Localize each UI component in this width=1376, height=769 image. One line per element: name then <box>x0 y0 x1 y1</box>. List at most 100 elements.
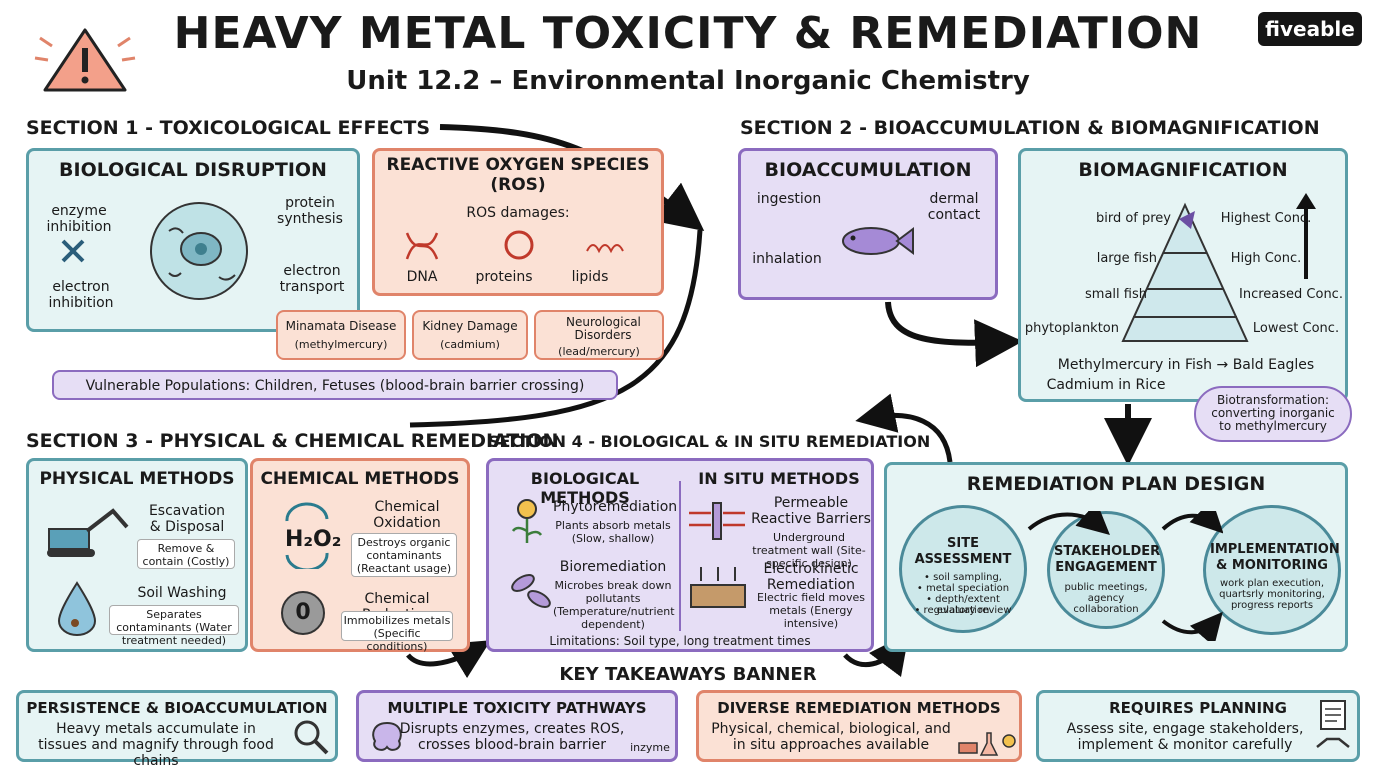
arrow-plan-to-s4 <box>855 393 953 463</box>
takeaway-persistence-title: PERSISTENCE & BIOACCUMULATION <box>26 699 328 717</box>
level-right-3: Increased Conc. <box>1239 287 1343 302</box>
site-assessment-title: SITE ASSESSMENT <box>914 536 1012 567</box>
takeaway-persistence-text: Heavy metals accumulate in tissues and m… <box>38 721 274 769</box>
ros-damages-label: ROS damages: <box>466 205 570 221</box>
cycle-arrows-icon <box>285 502 329 569</box>
plan-flow-arrows <box>1027 511 1223 641</box>
food-pyramid <box>1121 202 1249 342</box>
bioremed-note: Microbes break down pollutants (Temperat… <box>553 579 675 631</box>
barrier-icon <box>689 502 745 540</box>
takeaway-planning-title: REQUIRES PLANNING <box>1109 699 1287 717</box>
page-subtitle: Unit 12.2 – Environmental Inorganic Chem… <box>346 66 1030 96</box>
excavation-note: Remove & contain (Costly) <box>137 539 235 569</box>
phyto-note: Plants absorb metals (Slow, shallow) <box>555 519 671 545</box>
excavation-label-2: & Disposal <box>149 519 225 535</box>
dna-icon <box>405 232 439 260</box>
biomagnification-box: BIOMAGNIFICATION bird of prey Highest Co… <box>1018 148 1348 402</box>
section4-heading: SECTION 4 - BIOLOGICAL & IN SITU REMEDIA… <box>488 432 931 451</box>
neuro-label: Neurological Disorders <box>566 315 641 342</box>
vulnerable-label: Vulnerable Populations: Children, Fetuse… <box>85 378 585 394</box>
magnifier-icon <box>294 720 329 755</box>
remediation-plan-title: REMEDIATION PLAN DESIGN <box>966 473 1266 495</box>
enzyme-label: enzyme inhibition <box>46 203 112 235</box>
level-left-4: phytoplankton <box>1024 321 1119 336</box>
neuro-card: Neurological Disorders (lead/mercury) <box>534 310 664 360</box>
section4-box: BIOLOGICAL METHODS IN SITU METHODS Phyto… <box>486 458 874 652</box>
water-drop-icon <box>57 581 97 636</box>
neuro-sub: (lead/mercury) <box>558 345 640 358</box>
oxidation-note: Destroys organic contaminants (Reactant … <box>351 533 457 577</box>
brain-icon <box>372 721 402 751</box>
site-item-3: • depth/extent evaluation <box>926 594 1000 616</box>
arrow-s3-to-s4 <box>406 640 491 679</box>
protein-icon <box>504 230 534 260</box>
excavation-label-1: Escavation <box>148 503 226 519</box>
implementation-note: work plan execution, quartsrly monitorin… <box>1219 578 1325 611</box>
takeaway-persistence: PERSISTENCE & BIOACCUMULATION Heavy meta… <box>16 690 338 769</box>
lipid-icon <box>586 244 624 254</box>
ek-label: Electrokinetic Remediation <box>763 561 859 593</box>
section3-heading: SECTION 3 - PHYSICAL & CHEMICAL REMEDIAT… <box>26 430 559 452</box>
washing-label: Soil Washing <box>137 585 227 601</box>
section2-heading: SECTION 2 - BIOACCUMULATION & BIOMAGNIFI… <box>740 117 1320 139</box>
washing-note: Separates contaminants (Water treatment … <box>109 605 239 647</box>
level-right-4: Lowest Conc. <box>1252 321 1340 336</box>
takeaway-planning: REQUIRES PLANNING Assess site, engage st… <box>1036 690 1360 762</box>
mercury-line: Methylmercury in Fish → Bald Eagles <box>1057 357 1315 373</box>
biomagnification-title: BIOMAGNIFICATION <box>1078 159 1288 181</box>
vulnerable-banner: Vulnerable Populations: Children, Fetuse… <box>52 370 618 400</box>
ek-note: Electric field moves metals (Energy inte… <box>757 591 865 630</box>
page-title: HEAVY METAL TOXICITY & REMEDIATION <box>173 8 1203 59</box>
ros-box: REACTIVE OXYGEN SPECIES (ROS) ROS damage… <box>372 148 664 296</box>
minamata-card: Minamata Disease (methylmercury) <box>276 310 406 360</box>
takeaway-pathways-text: Disrupts enzymes, creates ROS, crosses b… <box>399 721 625 753</box>
biotransformation-bubble: Biotransformation: converting inorganic … <box>1194 386 1352 442</box>
prb-label: Permeable Reactive Barriers <box>751 495 871 527</box>
bioaccumulation-title: BIOACCUMULATION <box>764 159 972 181</box>
remediation-icons <box>958 732 1016 756</box>
kidney-label: Kidney Damage <box>422 319 518 333</box>
level-right-2: High Conc. <box>1230 251 1302 266</box>
stakeholder-note: public meetings, agency collaboration <box>1064 582 1148 615</box>
site-item-4: • regulatory review <box>914 605 1012 616</box>
chemical-methods-title: CHEMICAL METHODS <box>260 469 460 489</box>
site-item-1: • soil sampling, <box>924 572 1002 583</box>
bioremed-label: Bioremediation <box>559 559 667 575</box>
minamata-label: Minamata Disease <box>285 319 397 333</box>
microbe-icon <box>511 574 551 608</box>
ros-title: REACTIVE OXYGEN SPECIES (ROS) <box>386 155 650 195</box>
biotransformation-label: Biotransformation: converting inorganic … <box>1211 393 1335 433</box>
site-assessment-step: SITE ASSESSMENT • soil sampling, • metal… <box>899 505 1027 633</box>
electron-transport-label: electron transport <box>279 263 345 295</box>
reduction-note: Immobilizes metals (Specific conditions) <box>341 611 453 653</box>
fish-icon <box>842 227 914 255</box>
takeaway-pathways-title: MULTIPLE TOXICITY PATHWAYS <box>387 699 647 717</box>
prb-note: Underground treatment wall (Site-specifi… <box>752 531 866 570</box>
protein-label: protein synthesis <box>277 195 343 227</box>
excavator-icon <box>47 508 129 557</box>
fiveable-logo: fiveable <box>1258 12 1362 46</box>
bioaccumulation-box: BIOACCUMULATION ingestion dermal contact… <box>738 148 998 300</box>
level-right-1: Highest Conc. <box>1220 211 1312 226</box>
section1-heading: SECTION 1 - TOXICOLOGICAL EFFECTS <box>26 117 431 139</box>
phyto-label: Phytoremediation <box>553 499 678 515</box>
implementation-step: IMPLEMENTATION & MONITORING work plan ex… <box>1203 505 1341 635</box>
warning-icon <box>34 28 136 92</box>
implementation-title: IMPLEMENTATION & MONITORING <box>1210 542 1340 573</box>
electron-inhibition-label: electron inhibition <box>48 279 114 311</box>
section4-divider <box>679 481 681 631</box>
electrokinetic-icon <box>690 567 746 608</box>
plant-icon <box>511 499 543 543</box>
takeaway-planning-text: Assess site, engage stakeholders, implem… <box>1066 721 1304 753</box>
takeaway-pathways: MULTIPLE TOXICITY PATHWAYS Disrupts enzy… <box>356 690 678 762</box>
lipids-label: lipids <box>571 269 609 285</box>
ingestion-label: ingestion <box>756 191 822 207</box>
level-left-3: small fish <box>1085 287 1147 302</box>
tools-icon <box>61 239 85 263</box>
up-arrow-icon <box>1296 193 1316 279</box>
level-left-2: large fish <box>1096 251 1157 266</box>
oxidation-label: Chemical Oxidation <box>373 499 441 531</box>
kidney-sub: (cadmium) <box>440 338 500 351</box>
arrow-s1-to-s3 <box>409 229 703 428</box>
site-item-2: • metal speciation <box>916 583 1010 594</box>
